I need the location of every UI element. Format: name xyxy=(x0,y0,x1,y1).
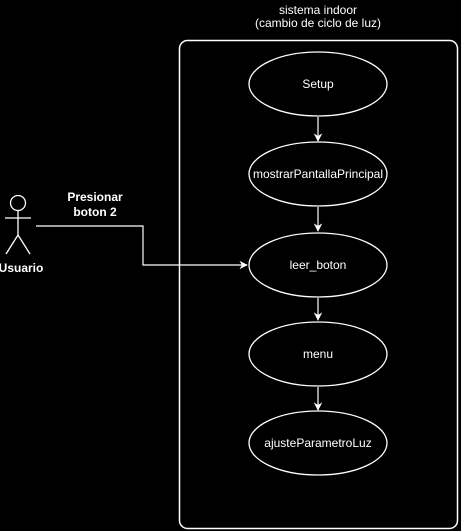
system-title-line1: sistema indoor xyxy=(279,3,357,17)
use-case-setup-label: Setup xyxy=(302,77,334,91)
system-boundary xyxy=(178,39,459,530)
actor-to-leer-boton-connector xyxy=(36,225,248,270)
use-case-ajuste-parametro-luz[interactable]: ajusteParametroLuz xyxy=(248,410,388,476)
use-case-mostrar-pantalla-principal[interactable]: mostrarPantallaPrincipal xyxy=(248,141,388,207)
interaction-label-line1: Presionar xyxy=(67,190,123,204)
use-case-mostrar-pantalla-principal-label: mostrarPantallaPrincipal xyxy=(253,167,383,181)
system-title-line2: (cambio de ciclo de luz) xyxy=(255,16,381,30)
use-case-ajuste-parametro-luz-label: ajusteParametroLuz xyxy=(264,436,371,450)
use-case-menu-label: menu xyxy=(303,347,333,361)
use-case-menu[interactable]: menu xyxy=(248,321,388,387)
actor-figure-icon xyxy=(5,194,31,255)
use-case-leer-boton[interactable]: leer_boton xyxy=(248,232,388,298)
interaction-label-line2: boton 2 xyxy=(73,205,117,219)
use-case-setup[interactable]: Setup xyxy=(248,51,388,117)
actor-name: Usuario xyxy=(0,261,43,275)
use-case-leer-boton-label: leer_boton xyxy=(290,258,347,272)
